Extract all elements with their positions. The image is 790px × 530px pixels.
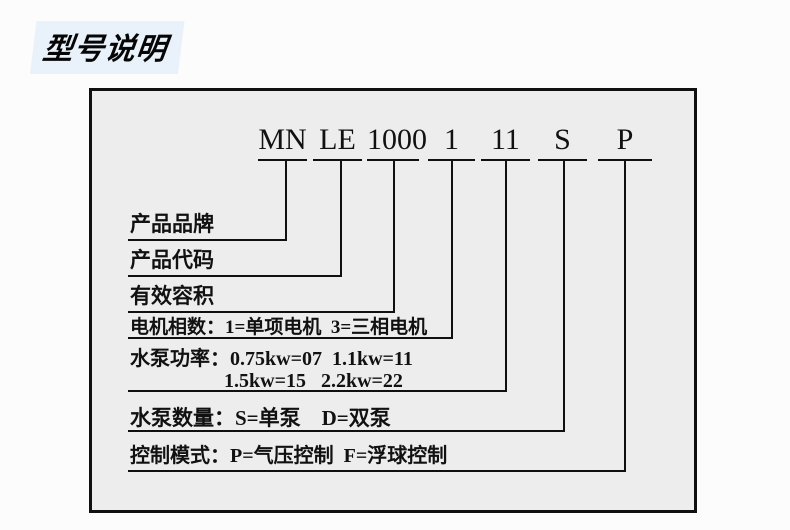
code-underline-brand (258, 159, 307, 161)
code-part-motor-phase: 1 (444, 123, 459, 156)
row-label-brand: 产品品牌 (130, 212, 214, 236)
model-code-diagram: MN LE 1000 1 11 S P 产品品牌 产品代码 有效容积 电机相数：… (89, 88, 697, 513)
connector-pump-count (128, 159, 565, 432)
connector-control-mode (128, 159, 626, 472)
code-underline-product-code (313, 159, 362, 161)
page-title-text: 型号说明 (40, 33, 170, 66)
connector-volume (128, 159, 395, 313)
connector-pump-power (128, 159, 507, 392)
page-title: 型号说明 (30, 21, 185, 74)
connector-product-code (128, 159, 342, 277)
code-part-brand: MN (258, 123, 307, 156)
code-part-pump-power: 11 (491, 123, 520, 156)
code-part-pump-count: S (554, 123, 571, 156)
row-label-pump-power: 水泵功率：0.75kw=07 1.1kw=11 (130, 348, 413, 370)
connector-motor-phase (128, 159, 453, 339)
code-part-control-mode: P (616, 123, 634, 156)
code-part-product-code: LE (319, 123, 356, 156)
row-label-volume: 有效容积 (130, 284, 214, 308)
row-label-product-code: 产品代码 (130, 248, 214, 272)
code-part-volume: 1000 (367, 123, 427, 156)
row-label-motor-phase: 电机相数：1=单项电机 3=三相电机 (130, 317, 428, 338)
row-label-pump-count: 水泵数量：S=单泵 D=双泵 (130, 406, 391, 430)
row-label-control-mode: 控制模式：P=气压控制 F=浮球控制 (130, 445, 448, 467)
row-label-pump-power-line2: 1.5kw=15 2.2kw=22 (224, 370, 403, 392)
code-underline-pump-count (538, 159, 587, 161)
connector-brand (128, 159, 287, 241)
